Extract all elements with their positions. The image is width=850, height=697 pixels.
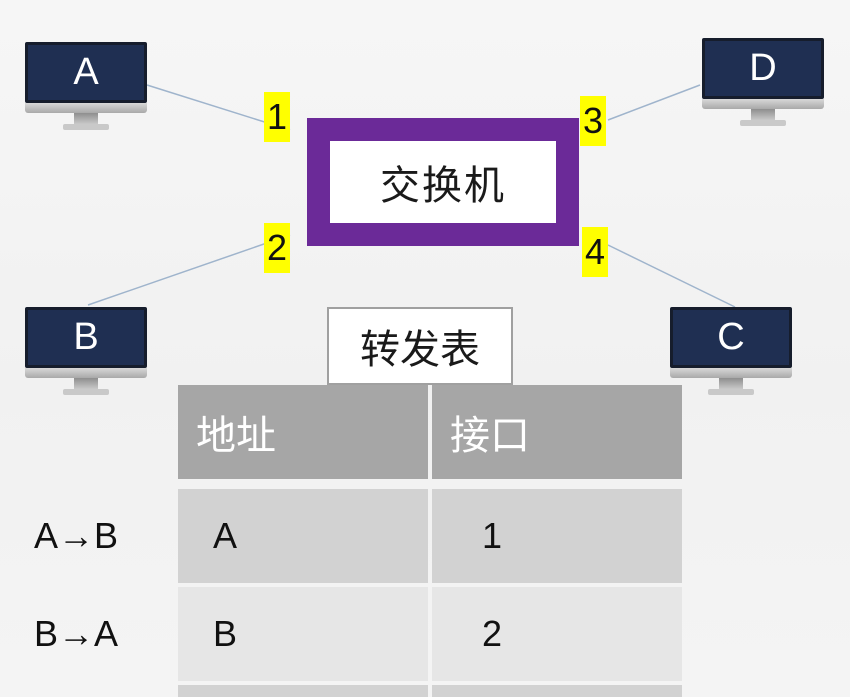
monitor-bezel — [25, 103, 147, 113]
table-row-empty — [432, 685, 682, 697]
table-row-empty — [178, 685, 428, 697]
forwarding-table-title: 转发表 — [327, 307, 513, 385]
monitor-bezel — [670, 368, 792, 378]
host-d-label: D — [702, 38, 824, 99]
host-a-monitor-icon: A — [25, 42, 147, 137]
monitor-bezel — [25, 368, 147, 378]
monitor-foot — [708, 389, 754, 395]
monitor-neck — [74, 378, 98, 389]
host-c-label: C — [670, 307, 792, 368]
table-cell-address: B — [178, 587, 428, 681]
port-1-tag: 1 — [264, 92, 290, 142]
monitor-foot — [63, 389, 109, 395]
port-4-tag: 4 — [582, 227, 608, 277]
monitor-foot — [63, 124, 109, 130]
host-b-monitor-icon: B — [25, 307, 147, 402]
monitor-neck — [719, 378, 743, 389]
link-d-port3 — [607, 84, 701, 121]
monitor-neck — [74, 113, 98, 124]
link-b-port2 — [87, 234, 291, 306]
table-row-label: B→A — [34, 613, 119, 654]
host-c-monitor-icon: C — [670, 307, 792, 402]
port-2-tag: 2 — [264, 223, 290, 273]
host-b-label: B — [25, 307, 147, 368]
switch-label: 交换机 — [380, 163, 506, 209]
table-cell-address: A — [178, 489, 428, 583]
table-row-label: A→B — [34, 515, 119, 556]
table-cell-port: 1 — [432, 489, 682, 583]
table-header-port: 接口 — [432, 385, 682, 479]
host-a-label: A — [25, 42, 147, 103]
link-c-port4 — [607, 244, 736, 308]
table-cell-port: 2 — [432, 587, 682, 681]
monitor-bezel — [702, 99, 824, 109]
switch-box: 交换机 — [307, 118, 579, 246]
port-3-tag: 3 — [580, 96, 606, 146]
host-d-monitor-icon: D — [702, 38, 824, 133]
table-header-address: 地址 — [178, 385, 428, 479]
monitor-foot — [740, 120, 786, 126]
monitor-neck — [751, 109, 775, 120]
